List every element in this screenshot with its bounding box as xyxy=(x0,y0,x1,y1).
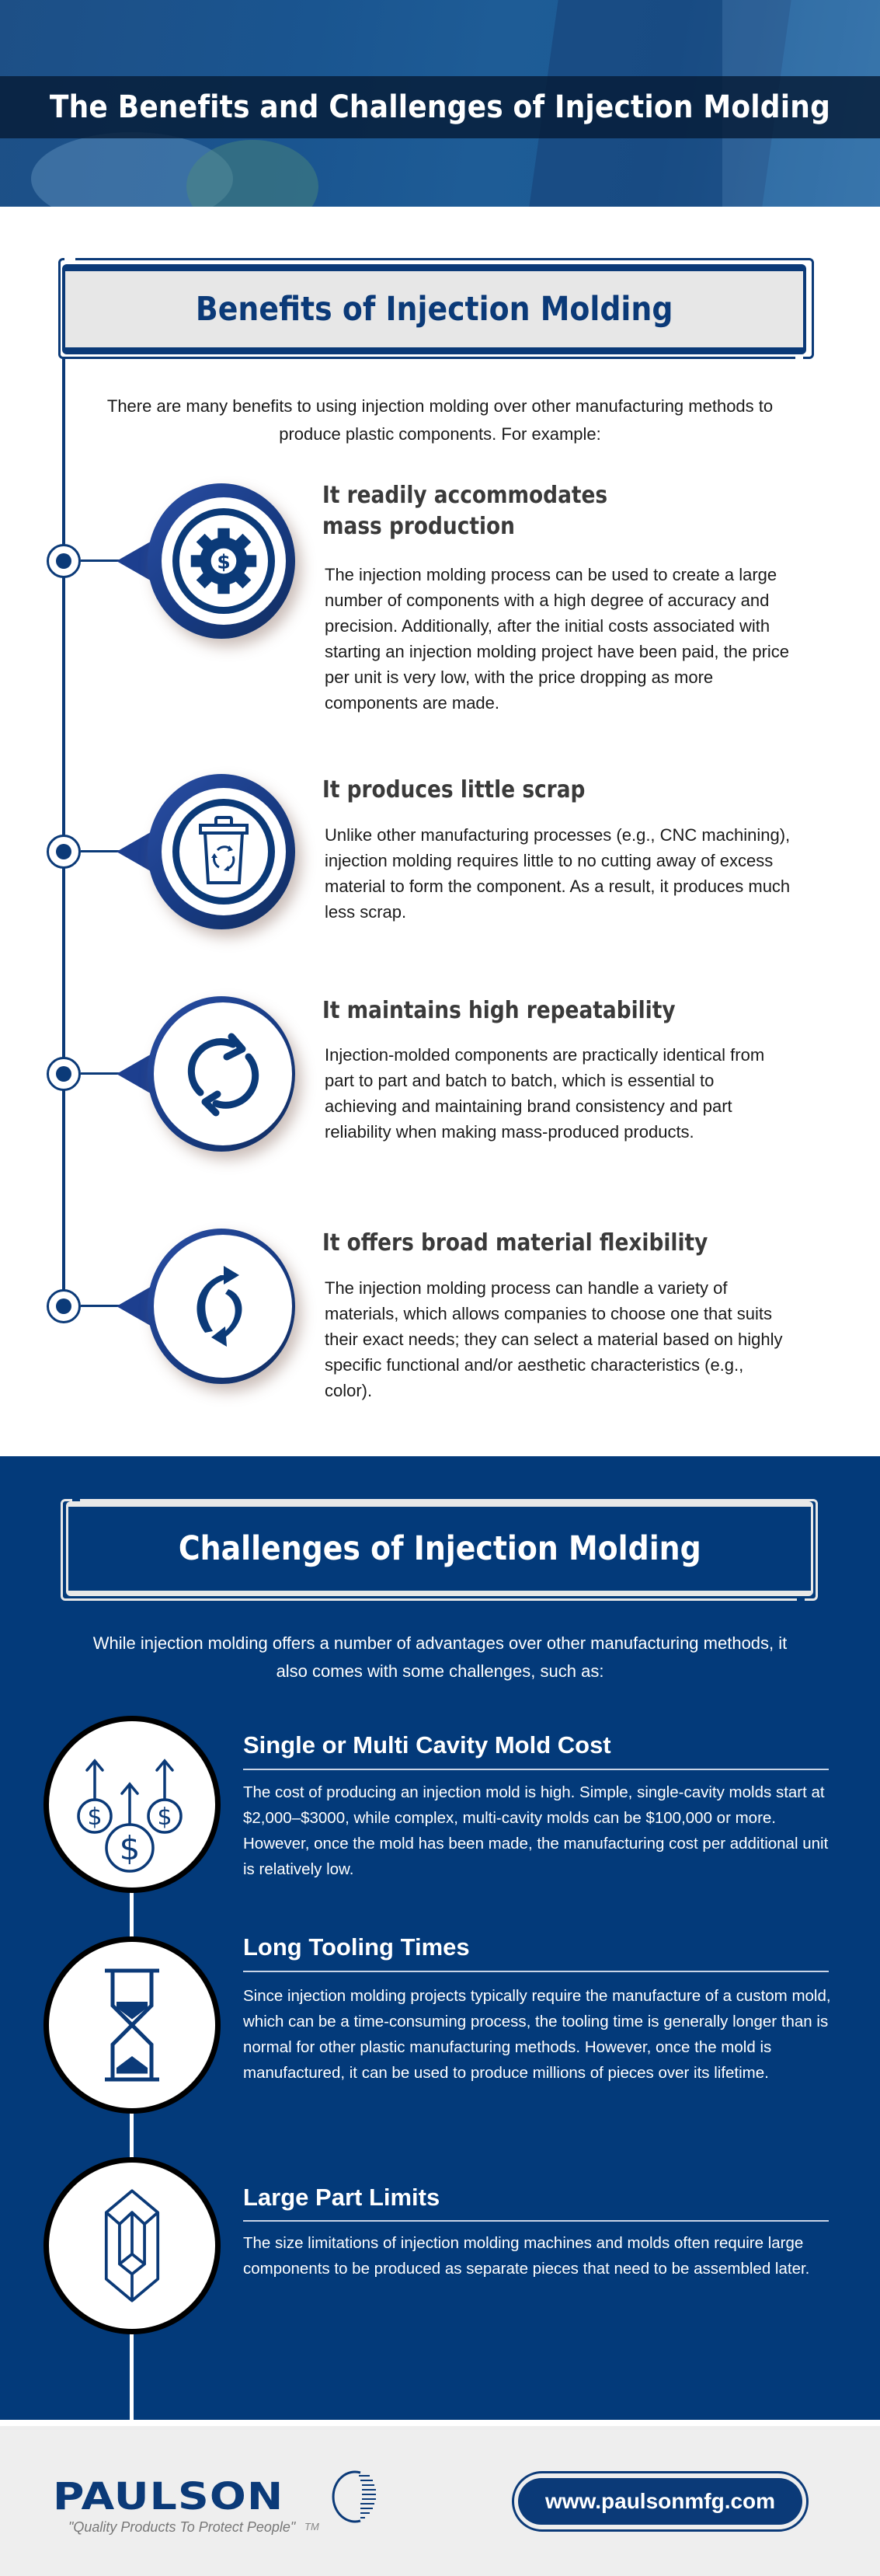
recycle-bin-icon xyxy=(182,808,266,895)
benefits-heading-frame xyxy=(58,256,814,361)
benefit-text: Injection-molded components are practica… xyxy=(325,1045,765,1142)
paulson-logo-mark-icon xyxy=(332,2470,376,2523)
website-link-button[interactable]: www.paulsonmfg.com xyxy=(518,2478,802,2525)
svg-text:$: $ xyxy=(217,551,230,573)
hourglass-icon xyxy=(105,1968,159,2082)
frame-gap xyxy=(797,1596,805,1601)
frame-gap xyxy=(64,256,75,260)
rising-dollar-coins-icon: $ $ $ xyxy=(77,1759,183,1873)
gear-dollar-icon: $ xyxy=(182,518,266,605)
challenge-divider xyxy=(243,1971,829,1972)
hero-banner: The Benefits and Challenges of Injection… xyxy=(0,0,880,207)
challenge-title: Large Part Limits xyxy=(243,2184,440,2211)
timeline-connector xyxy=(81,1072,120,1075)
paulson-logo-text[interactable]: PAULSON xyxy=(53,2475,284,2518)
benefit-text: Unlike other manufacturing processes (e.… xyxy=(325,825,791,922)
challenge-title: Single or Multi Cavity Mold Cost xyxy=(243,1731,611,1759)
timeline-node xyxy=(47,835,81,869)
challenge-icon-circle xyxy=(43,1936,221,2114)
timeline-node xyxy=(47,544,81,578)
benefit-title: It produces little scrap xyxy=(322,776,586,803)
company-tagline: "Quality Products To Protect People" xyxy=(68,2519,296,2535)
svg-text:$: $ xyxy=(157,1804,172,1831)
timeline-connector xyxy=(81,559,120,562)
challenges-heading-box: Challenges of Injection Molding xyxy=(66,1501,813,1596)
frame-gap xyxy=(795,357,803,361)
page-title: The Benefits and Challenges of Injection… xyxy=(49,89,831,125)
trademark-mark: TM xyxy=(304,2521,319,2532)
benefit-title: It maintains high repeatability xyxy=(322,997,676,1024)
svg-text:$: $ xyxy=(87,1804,102,1831)
timeline-node xyxy=(47,1057,81,1091)
benefit-title: It readily accommodates mass production xyxy=(322,480,607,542)
benefits-intro: There are many benefits to using injecti… xyxy=(106,396,774,444)
badge-inner xyxy=(154,1235,292,1378)
benefits-timeline xyxy=(62,357,65,1305)
challenge-title: Long Tooling Times xyxy=(243,1933,470,1961)
refresh-arrows-icon xyxy=(171,1020,277,1128)
benefit-icon-badge xyxy=(117,1229,295,1384)
challenges-heading: Challenges of Injection Molding xyxy=(178,1529,701,1568)
timeline-connector xyxy=(81,1305,120,1307)
challenge-icon-circle xyxy=(43,2157,221,2334)
benefits-heading: Benefits of Injection Molding xyxy=(195,290,673,329)
benefit-title-line: mass production xyxy=(322,513,515,540)
benefits-heading-box: Benefits of Injection Molding xyxy=(62,264,806,354)
challenge-divider xyxy=(243,2220,829,2222)
challenge-icon-circle: $ $ $ xyxy=(43,1716,221,1893)
hero-title-band: The Benefits and Challenges of Injection… xyxy=(0,76,880,138)
challenges-intro: While injection molding offers a number … xyxy=(92,1633,788,1681)
challenges-timeline xyxy=(130,1865,134,2424)
challenge-text: The size limitations of injection moldin… xyxy=(243,2234,810,2278)
badge-inner xyxy=(154,1002,292,1145)
timeline-node xyxy=(47,1289,81,1323)
exchange-arrows-icon xyxy=(171,1252,277,1361)
benefit-text: The injection molding process can be use… xyxy=(325,565,790,713)
challenge-text: The cost of producing an injection mold … xyxy=(243,1783,829,1878)
benefit-title-line: It readily accommodates xyxy=(322,482,608,509)
benefit-text: The injection molding process can handle… xyxy=(325,1278,783,1400)
challenge-text: Since injection molding projects typical… xyxy=(243,1987,831,2082)
timeline-connector xyxy=(81,850,120,852)
cube-icon xyxy=(104,2189,160,2302)
benefit-icon-badge xyxy=(117,996,295,1152)
benefit-icon-badge xyxy=(117,774,295,929)
benefit-title: It offers broad material flexibility xyxy=(322,1229,708,1257)
benefit-icon-badge: $ xyxy=(117,483,295,639)
hero-background-shape xyxy=(31,132,233,207)
challenge-divider xyxy=(243,1769,829,1770)
svg-text:$: $ xyxy=(120,1829,141,1867)
hero-background-shape xyxy=(186,140,318,207)
frame-outline xyxy=(58,258,814,359)
